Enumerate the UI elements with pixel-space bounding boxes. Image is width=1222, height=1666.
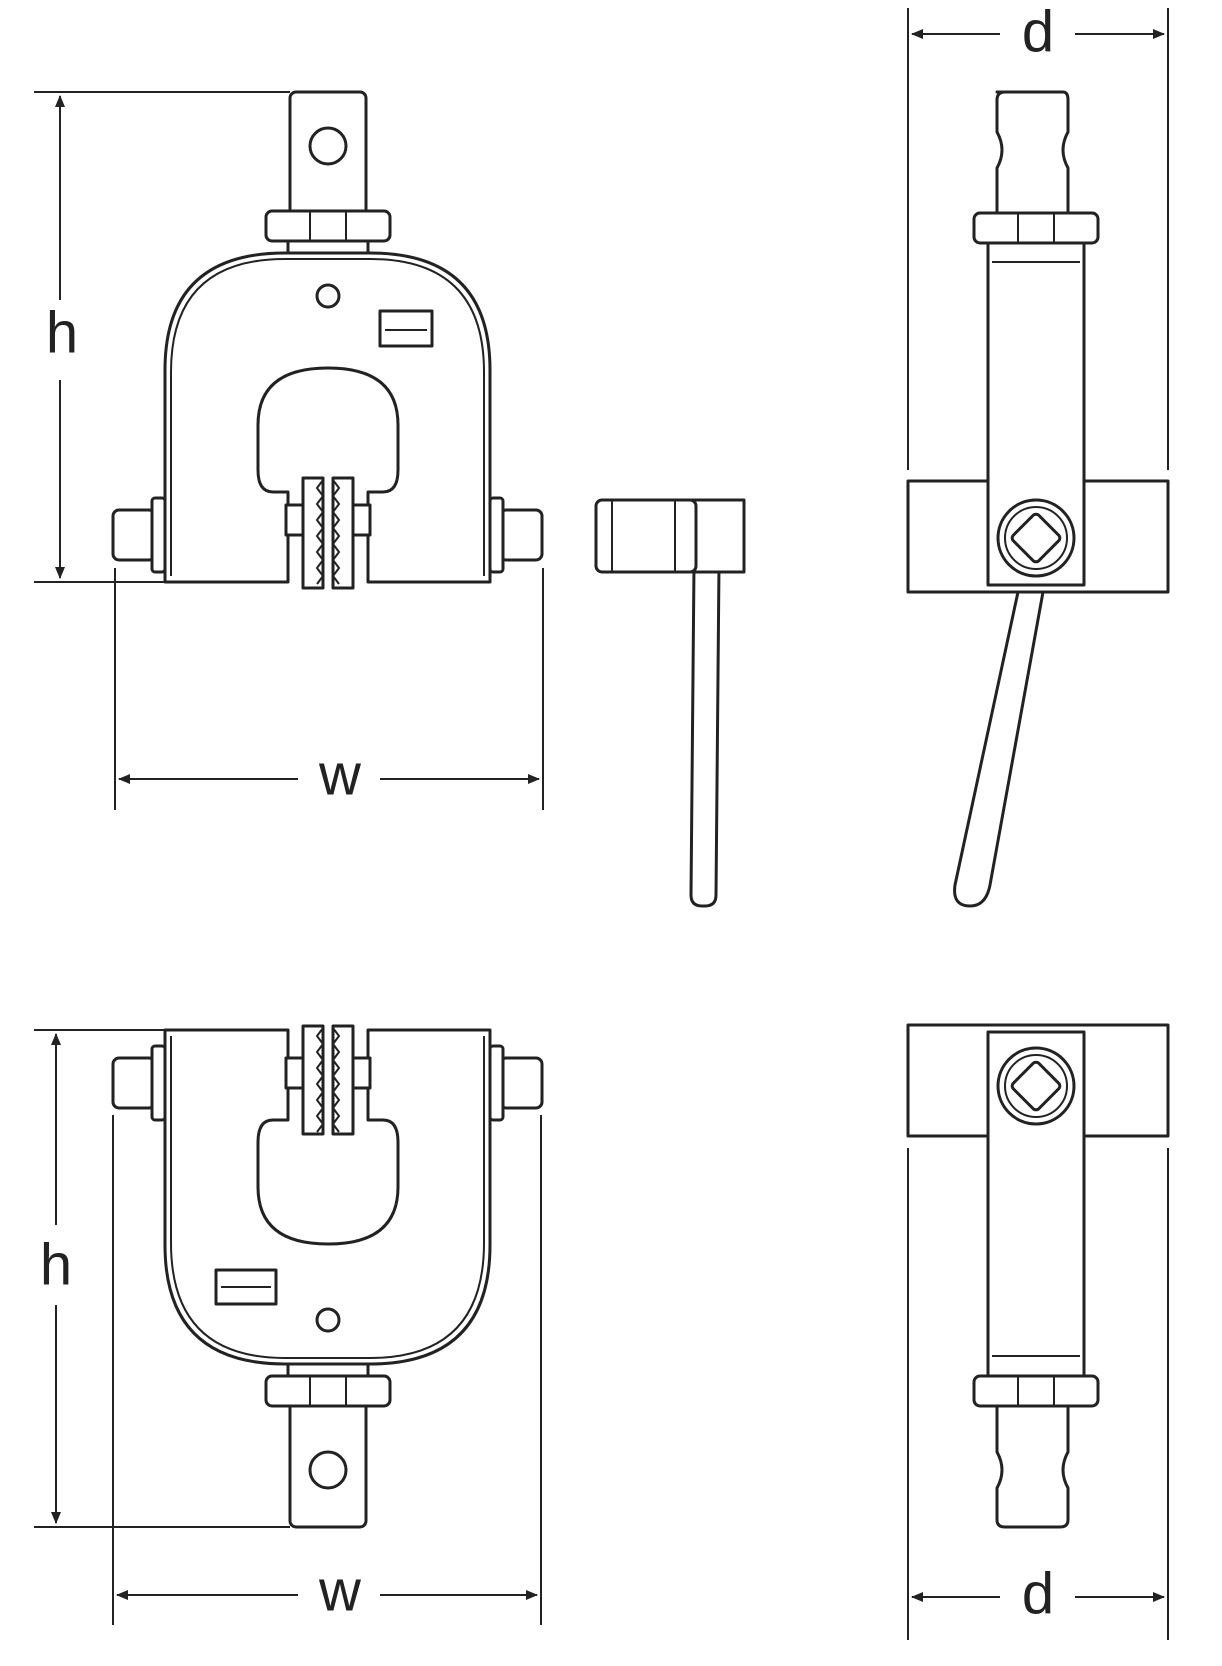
handle-bar xyxy=(689,563,721,908)
clamp-body xyxy=(163,251,492,584)
side-view-top xyxy=(906,90,1170,908)
side-nut-bottom xyxy=(972,1374,1100,1408)
dimension-d-bottom: d xyxy=(907,1148,1169,1640)
dimension-h-top: h xyxy=(34,91,290,583)
lifting-eye-hole-bottom xyxy=(308,1450,348,1490)
side-nut xyxy=(972,211,1100,245)
side-shank xyxy=(995,90,1070,217)
body-hole xyxy=(315,283,341,309)
swivel-nut xyxy=(264,209,392,243)
right-bolt-bottom xyxy=(498,1056,544,1110)
width-label-top: w xyxy=(318,743,362,808)
width-label-bottom: w xyxy=(318,1559,362,1624)
handle-elbow xyxy=(690,498,746,574)
body-hole-bottom xyxy=(315,1307,341,1333)
right-bolt xyxy=(498,508,544,562)
handle-socket xyxy=(594,498,698,574)
dimension-w-top: w xyxy=(114,568,544,810)
screw-head-bottom xyxy=(996,1046,1076,1126)
dimension-h-bottom: h xyxy=(34,1029,290,1528)
dimension-d-top: d xyxy=(907,0,1169,470)
front-view-top xyxy=(111,90,544,590)
height-label-top: h xyxy=(46,301,78,366)
square-drive-bottom xyxy=(1010,1060,1062,1112)
left-bolt xyxy=(111,508,157,562)
screw-head-top xyxy=(996,498,1076,578)
swivel-nut-bottom xyxy=(264,1374,392,1408)
left-bolt-bottom xyxy=(111,1056,157,1110)
square-drive-top xyxy=(1010,512,1062,564)
side-shank-bottom xyxy=(995,1404,1070,1529)
height-label-bottom: h xyxy=(40,1233,72,1298)
depth-label-top: d xyxy=(1022,0,1054,65)
depth-label-bottom: d xyxy=(1022,1562,1054,1627)
side-lever xyxy=(953,590,1045,908)
front-view-bottom xyxy=(111,1024,544,1529)
clamp-body-bottom xyxy=(163,1028,492,1366)
nameplate xyxy=(378,309,434,348)
lifting-eye-plate-bottom xyxy=(288,1390,368,1529)
dimension-w-bottom: w xyxy=(112,1115,542,1625)
side-view-bottom xyxy=(906,1023,1170,1529)
lifting-eye-hole xyxy=(308,126,348,166)
operating-handle xyxy=(594,498,746,908)
lifting-eye-plate xyxy=(288,90,368,229)
